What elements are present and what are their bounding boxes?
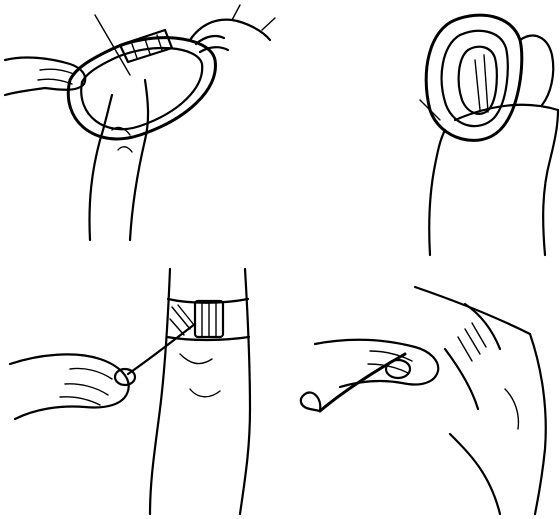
knee-detail (505, 389, 518, 429)
hand (315, 340, 438, 387)
step-4-drawing (280, 259, 560, 519)
pointer-line (420, 100, 440, 120)
hand-fingers (60, 368, 112, 405)
leg-outline-right (530, 334, 546, 514)
leg-outline-right (543, 110, 558, 255)
step-1-panel (0, 0, 280, 259)
step-2-panel (280, 0, 560, 259)
strap-loop-inner (81, 48, 202, 129)
strap-hatch (458, 323, 486, 361)
pull-cord (128, 324, 195, 374)
hand (10, 354, 129, 419)
step-3-drawing (0, 259, 280, 519)
leg-outline-left (429, 130, 445, 255)
leg-outline-left (150, 269, 170, 514)
strap-loop-outer (68, 38, 215, 139)
strap-tail (520, 36, 553, 105)
step-3-panel (0, 259, 280, 519)
windlass-rod-tip (301, 393, 320, 411)
leg-outline-left (89, 95, 112, 240)
knee-detail (180, 354, 220, 397)
strap-coil-lines (475, 55, 488, 112)
strap-hatch (170, 305, 194, 335)
step-2-drawing (280, 0, 560, 259)
step-1-drawing (0, 0, 280, 259)
step-4-panel (280, 259, 560, 519)
buckle (120, 30, 172, 62)
leg-outline-left (450, 434, 500, 514)
strap-band-bottom (445, 349, 478, 409)
buckle-bars (202, 301, 216, 337)
strap-coil-inner (459, 47, 497, 114)
leg-outline-right (130, 80, 148, 240)
right-hand (190, 20, 270, 40)
leg-outline-right (240, 269, 250, 514)
